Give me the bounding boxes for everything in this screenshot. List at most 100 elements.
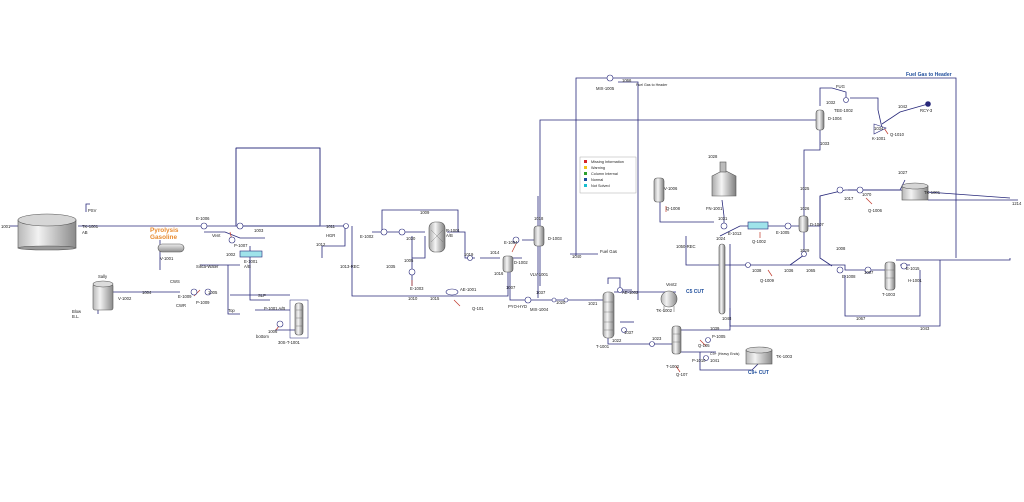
stream-mix1005[interactable] [618,81,639,300]
label-v1002-top: Sally [98,274,108,279]
exchanger-e1013[interactable] [747,221,769,230]
stream-1033[interactable] [803,130,821,220]
vessel-1024[interactable] [718,243,726,315]
valve-icon[interactable] [801,251,807,257]
label-t1003: T-1003 [882,292,896,297]
cooler-e1004-icon[interactable] [512,236,520,244]
label-ae1002: AE-1002 [622,290,639,295]
valve-icon[interactable] [467,255,473,261]
mixer-mix1005-icon[interactable] [606,74,614,82]
stream-tee1002[interactable] [850,97,883,129]
valve-icon[interactable] [649,341,655,347]
stream-col-t1001[interactable] [255,309,295,331]
stream-e1013[interactable] [719,225,800,237]
stream-e1003[interactable] [411,236,426,286]
pump-icon[interactable] [621,327,627,333]
stream-fuel-gas-loop[interactable] [539,112,821,286]
exchanger-ae1001-icon[interactable] [445,288,459,296]
energy-q1009[interactable] [767,269,773,277]
pump-icon[interactable] [236,222,244,230]
stream-t1001-top[interactable] [607,277,632,291]
energy-q107[interactable] [675,365,681,373]
stream-1042[interactable] [881,103,929,125]
label-blow: Blow [72,309,82,314]
stream-psv[interactable] [85,203,90,212]
stream-1043[interactable] [729,260,941,327]
drum-d1003[interactable] [533,225,545,247]
energy-q105[interactable] [699,339,707,347]
energy-q101[interactable] [453,299,461,307]
tee-tee1002-icon[interactable] [843,97,849,103]
compressor-k1001-icon[interactable] [873,123,887,135]
valve-icon[interactable] [617,287,623,293]
pump-p1009-icon[interactable] [204,288,212,296]
drum-d1004[interactable] [815,109,825,131]
heater-e1003-icon[interactable] [408,268,416,276]
column-t1001ab[interactable] [289,299,309,339]
label-h1001: H-1001 [908,278,922,283]
stream-hgr[interactable] [321,225,346,258]
tank-tk1001ab[interactable] [17,213,77,251]
pump-icon[interactable] [745,262,751,268]
furnace-fn1001[interactable] [711,161,737,197]
column-t1003[interactable] [884,261,896,291]
stream-e1006[interactable] [204,231,265,239]
vessel-v1006[interactable] [653,177,665,203]
pump-p1007-icon[interactable] [228,236,236,244]
pump-p1005-icon[interactable] [705,337,711,343]
energy-q1006[interactable] [865,197,873,205]
heater-e1002-icon[interactable] [380,228,388,236]
heater-e1005-icon[interactable] [784,222,792,230]
stream-1013-rec[interactable] [351,226,440,297]
drum-d1002[interactable] [502,255,514,273]
stream-1008[interactable] [819,196,833,267]
heater-icon[interactable] [720,222,728,230]
tank-tk1001-right[interactable] [901,182,929,201]
stream-e1001[interactable] [249,246,270,301]
stream-1067[interactable] [844,270,921,317]
label-1038: 1038 [752,268,762,273]
label-1007: 1007 [506,285,516,290]
vessel-v1002[interactable] [92,280,114,311]
reactor-r1001[interactable] [428,221,446,253]
exchanger-e1001[interactable] [239,250,263,258]
pump-p1001-icon[interactable] [276,320,284,328]
stream-ae1001[interactable] [440,272,509,297]
column-t1001[interactable] [602,291,615,339]
label-tk1001: TK-1001 [924,190,941,195]
tank-tk1002[interactable] [660,290,678,312]
stream-d1003[interactable] [522,196,539,298]
label-fuel-gas-header-small: Fuel Gas to Header [636,83,668,87]
cooler-icon[interactable] [864,266,872,274]
stream-1032[interactable] [819,87,847,106]
stream-heavy-ends[interactable] [699,352,761,371]
energy-e1004[interactable] [511,243,517,253]
column-t1002[interactable] [671,325,682,355]
recycle-rcy3-icon[interactable] [925,101,931,107]
vessel-v1001[interactable] [157,243,185,253]
pump-icon[interactable] [398,228,406,236]
heater-e1006-icon[interactable] [200,222,208,230]
label-top: Top [228,308,235,313]
mixer-icon[interactable] [343,223,349,229]
cooler-icon[interactable] [856,186,864,194]
stream-t1001-bottom[interactable] [607,336,672,345]
pump-p1010-icon[interactable] [703,355,709,361]
heater-icon[interactable] [836,186,844,194]
stream-1066[interactable] [835,264,888,271]
cooler-e1015-icon[interactable] [900,262,908,270]
cooler-e1009-icon[interactable] [190,288,198,296]
valve-icon[interactable] [551,297,557,303]
heater-e1008-icon[interactable] [836,266,844,274]
stream-silica[interactable] [200,264,240,315]
stream-1009[interactable] [381,209,459,232]
labels: 1001 TK-1001 AB PSV Pyrolysis Gasoline E… [1,72,1022,377]
valve-icon[interactable] [563,297,569,303]
stream-pyo-hyd[interactable] [509,272,528,301]
tank-tk1003[interactable] [745,346,773,365]
stream-top-loop[interactable] [235,147,321,225]
drum-d1007[interactable] [798,215,809,233]
mixer-mix1004-icon[interactable] [524,296,532,304]
stream-t1003-top[interactable] [896,258,1011,261]
label-1027: 1027 [898,170,908,175]
